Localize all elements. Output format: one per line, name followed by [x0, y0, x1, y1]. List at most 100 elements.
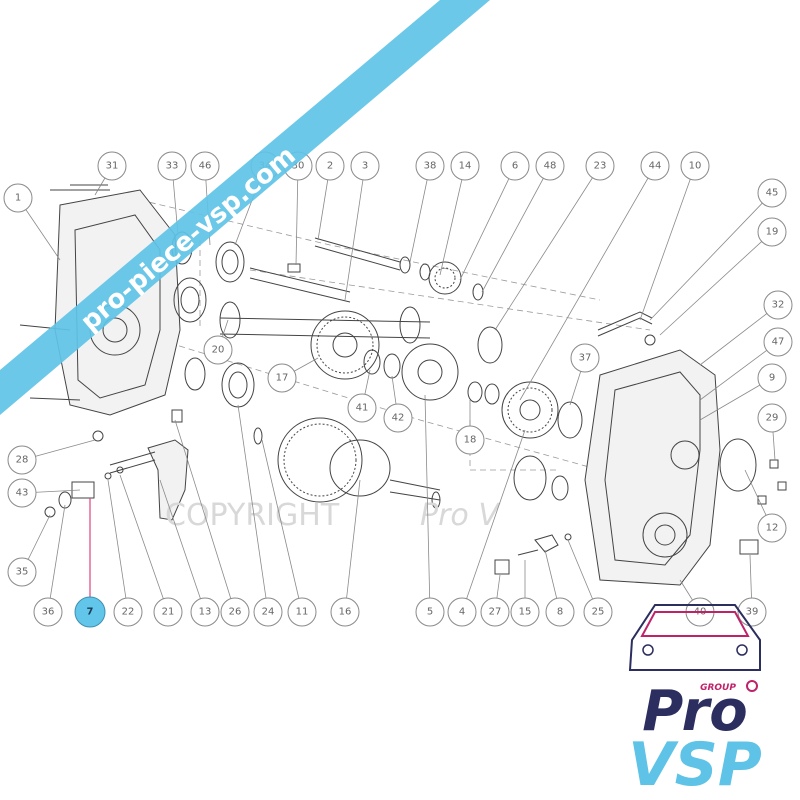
callout-23[interactable]: 23: [585, 151, 615, 181]
callout-12[interactable]: 12: [757, 513, 787, 543]
leader-line-38: [409, 165, 431, 263]
callout-label-4: 4: [459, 607, 465, 618]
callout-2[interactable]: 2: [315, 151, 345, 181]
callout-24[interactable]: 24: [253, 597, 283, 627]
callout-circle-21: [153, 597, 183, 627]
callout-15[interactable]: 15: [510, 597, 540, 627]
callout-39[interactable]: 39: [737, 597, 767, 627]
callout-43[interactable]: 43: [7, 478, 37, 508]
callout-4[interactable]: 4: [447, 597, 477, 627]
callout-25[interactable]: 25: [583, 597, 613, 627]
callout-label-26: 26: [229, 607, 242, 618]
callout-circle-46: [190, 151, 220, 181]
callout-label-15: 15: [519, 607, 532, 618]
callout-18[interactable]: 18: [455, 425, 485, 455]
leader-line-36: [47, 504, 66, 613]
callout-circle-11: [287, 597, 317, 627]
callout-label-20: 20: [212, 345, 225, 356]
callout-circle-25: [583, 597, 613, 627]
callout-13[interactable]: 13: [190, 597, 220, 627]
callout-label-28: 28: [16, 455, 29, 466]
logo-vsp-text: VSP: [628, 730, 762, 800]
callout-45[interactable]: 45: [757, 178, 787, 208]
callout-3[interactable]: 3: [350, 151, 380, 181]
callout-5[interactable]: 5: [415, 597, 445, 627]
callout-22[interactable]: 22: [113, 597, 143, 627]
callout-circle-44: [640, 151, 670, 181]
callout-label-38: 38: [424, 161, 437, 172]
callout-38[interactable]: 38: [415, 151, 445, 181]
callout-circle-13: [190, 597, 220, 627]
leader-line-32: [699, 304, 779, 366]
callout-label-32: 32: [772, 300, 785, 311]
callout-label-45: 45: [766, 188, 779, 199]
callout-9[interactable]: 9: [757, 363, 787, 393]
leader-line-6: [459, 165, 516, 281]
callout-19[interactable]: 19: [757, 217, 787, 247]
callout-47[interactable]: 47: [763, 327, 793, 357]
callout-35[interactable]: 35: [7, 557, 37, 587]
callout-11[interactable]: 11: [287, 597, 317, 627]
callout-label-14: 14: [459, 161, 472, 172]
callout-48[interactable]: 48: [535, 151, 565, 181]
washer-parts: [253, 256, 583, 509]
callout-20[interactable]: 20: [203, 335, 233, 365]
leader-line-22: [107, 479, 129, 613]
callout-label-41: 41: [356, 403, 369, 414]
callout-label-39: 39: [746, 607, 759, 618]
callout-circle-37: [570, 343, 600, 373]
callout-label-43: 43: [16, 488, 29, 499]
callout-circle-38: [415, 151, 445, 181]
logo-dot-icon: [746, 680, 758, 692]
callout-label-31: 31: [106, 161, 119, 172]
callout-circle-1: [3, 183, 33, 213]
callout-circle-5: [415, 597, 445, 627]
callout-7[interactable]: 7: [74, 596, 106, 628]
callout-circle-24: [253, 597, 283, 627]
callout-36[interactable]: 36: [33, 597, 63, 627]
callout-circle-31: [97, 151, 127, 181]
callout-42[interactable]: 42: [383, 403, 413, 433]
callout-41[interactable]: 41: [347, 393, 377, 423]
callout-33[interactable]: 33: [157, 151, 187, 181]
leader-line-24: [237, 404, 269, 613]
callout-label-17: 17: [276, 373, 289, 384]
callout-label-48: 48: [544, 161, 557, 172]
callout-label-13: 13: [199, 607, 212, 618]
callout-37[interactable]: 37: [570, 343, 600, 373]
leader-line-26: [174, 419, 236, 613]
shaft-parts: [219, 237, 431, 344]
callout-circle-4: [447, 597, 477, 627]
callout-label-7: 7: [87, 607, 94, 618]
callout-8[interactable]: 8: [545, 597, 575, 627]
callout-17[interactable]: 17: [267, 363, 297, 393]
leader-line-47: [699, 341, 779, 401]
callout-label-46: 46: [199, 161, 212, 172]
callout-markers: 3133463430233814648234410145193247929122…: [3, 151, 793, 628]
callout-label-18: 18: [464, 435, 477, 446]
callout-circle-3: [350, 151, 380, 181]
callout-31[interactable]: 31: [97, 151, 127, 181]
lower-small-parts: [44, 430, 787, 575]
callout-21[interactable]: 21: [153, 597, 183, 627]
callout-1[interactable]: 1: [3, 183, 33, 213]
callout-26[interactable]: 26: [220, 597, 250, 627]
callout-32[interactable]: 32: [763, 290, 793, 320]
callout-label-10: 10: [689, 161, 702, 172]
leader-line-30: [295, 165, 299, 266]
callout-6[interactable]: 6: [500, 151, 530, 181]
banner-band: [0, 0, 490, 415]
leader-line-5: [424, 394, 431, 613]
callout-label-27: 27: [489, 607, 502, 618]
callout-29[interactable]: 29: [757, 403, 787, 433]
callout-46[interactable]: 46: [190, 151, 220, 181]
callout-circle-2: [315, 151, 345, 181]
callout-14[interactable]: 14: [450, 151, 480, 181]
leader-line-4: [461, 429, 526, 613]
callout-27[interactable]: 27: [480, 597, 510, 627]
callout-28[interactable]: 28: [7, 445, 37, 475]
callout-44[interactable]: 44: [640, 151, 670, 181]
callout-10[interactable]: 10: [680, 151, 710, 181]
callout-16[interactable]: 16: [330, 597, 360, 627]
callout-circle-28: [7, 445, 37, 475]
